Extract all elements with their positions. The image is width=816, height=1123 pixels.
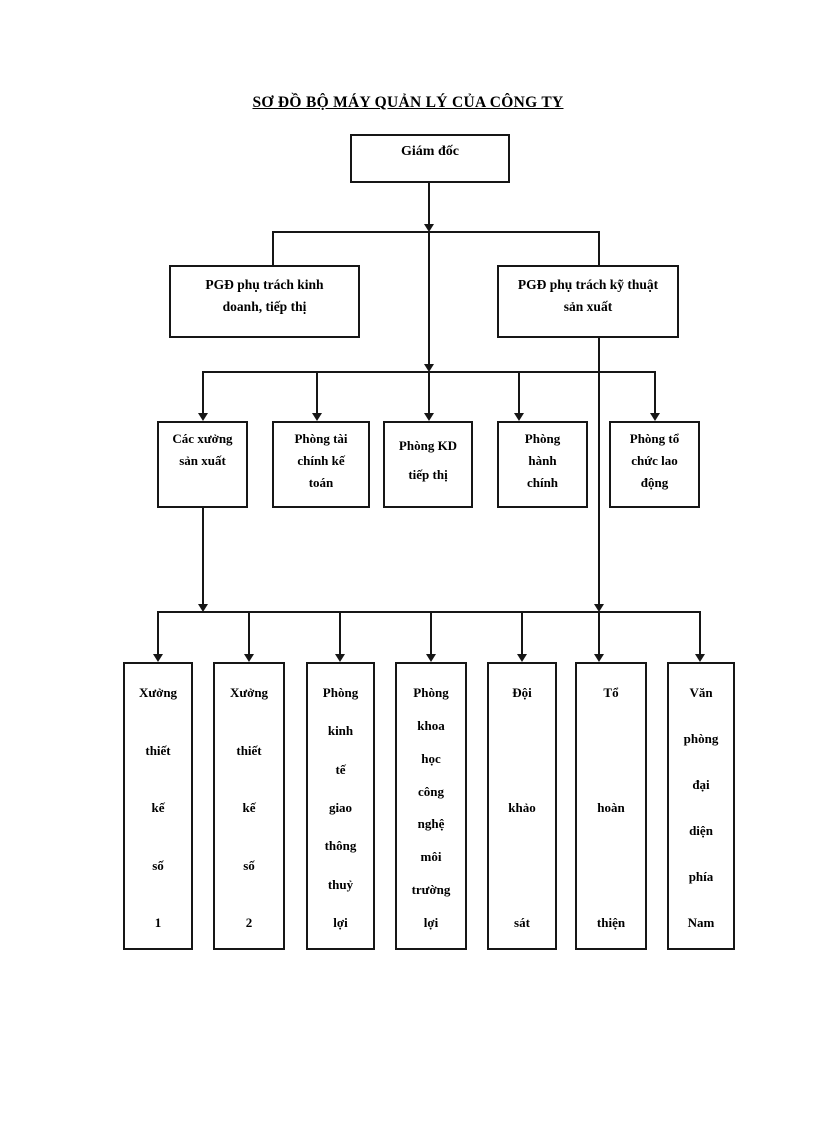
unit-word: tế <box>335 761 346 777</box>
unit-word: Tổ <box>603 685 619 700</box>
connector-vline <box>428 231 430 365</box>
unit-word: nghệ <box>417 816 445 832</box>
unit-word: Xưởng <box>138 685 178 700</box>
unit-word: số <box>243 857 255 873</box>
unit-word: thiết <box>145 742 171 758</box>
unit-word: thuỷ <box>327 876 354 892</box>
arrow-down-icon <box>426 654 436 662</box>
connector-vline <box>521 612 523 655</box>
connector-vline <box>598 338 600 605</box>
unit-word: môi <box>420 849 442 865</box>
node-giam-doc: Giám đốc <box>350 134 510 183</box>
arrow-down-icon <box>650 413 660 421</box>
node-to-hoan-thien: Tổ hoàn thiện <box>575 662 647 950</box>
unit-words: Tổ hoàn thiện <box>577 680 645 931</box>
node-phong-khoa-hoc-cong-nghe-moi-truong: Phòng khoa học công nghệ môi trường lợi <box>395 662 467 950</box>
arrow-down-icon <box>312 413 322 421</box>
arrow-down-icon <box>424 364 434 372</box>
node-pgd-kinh-doanh-tiep-thi: PGĐ phụ trách kinh doanh, tiếp thị <box>169 265 360 338</box>
unit-word: trường <box>411 882 451 898</box>
unit-word: học <box>421 750 441 766</box>
unit-word: thiện <box>596 915 626 930</box>
arrow-down-icon <box>198 604 208 612</box>
arrow-down-icon <box>335 654 345 662</box>
connector-vline <box>428 372 430 414</box>
unit-word: khoa <box>417 717 445 733</box>
unit-word: số <box>152 857 164 873</box>
connector-vline <box>699 612 701 655</box>
unit-word: kế <box>151 800 165 815</box>
unit-word: sát <box>514 915 530 930</box>
connector-hline <box>272 231 600 233</box>
node-pgd-ky-thuat-san-xuat: PGĐ phụ trách kỹ thuật sản xuất <box>497 265 679 338</box>
unit-word: Nam <box>687 915 715 930</box>
unit-word: lợi <box>423 914 439 930</box>
connector-vline <box>202 506 204 605</box>
node-cac-xuong-san-xuat: Các xưởng sản xuất <box>157 421 248 508</box>
arrow-down-icon <box>153 654 163 662</box>
unit-word: giao <box>328 799 353 815</box>
arrow-down-icon <box>594 654 604 662</box>
unit-word: khảo <box>508 800 536 815</box>
arrow-down-icon <box>594 604 604 612</box>
connector-vline <box>202 372 204 414</box>
arrow-down-icon <box>198 413 208 421</box>
connector-vline <box>428 183 430 225</box>
unit-word: hoàn <box>597 800 625 815</box>
unit-word: thiết <box>236 742 262 758</box>
unit-word: kế <box>242 800 256 815</box>
node-xuong-thiet-ke-so-1: Xưởng thiết kế số 1 <box>123 662 193 950</box>
unit-word: Phòng <box>413 685 449 700</box>
unit-word: kinh <box>327 723 354 739</box>
unit-word: Phòng <box>322 685 359 700</box>
chart-title: SƠ ĐỒ BỘ MÁY QUẢN LÝ CỦA CÔNG TY <box>252 94 564 111</box>
unit-word: phía <box>688 869 714 884</box>
unit-words: Phòng khoa học công nghệ môi trường lợi <box>397 680 465 931</box>
node-phong-hanh-chinh: Phòng hành chính <box>497 421 588 508</box>
unit-word: Văn <box>689 685 713 700</box>
unit-word: diện <box>689 823 713 838</box>
unit-words: Xưởng thiết kế số 1 <box>125 680 191 931</box>
node-phong-to-chuc-lao-dong: Phòng tổ chức lao động <box>609 421 700 508</box>
unit-word: Đội <box>512 685 532 700</box>
connector-vline <box>654 372 656 414</box>
connector-vline <box>598 231 600 265</box>
unit-word: 1 <box>154 915 162 930</box>
arrow-down-icon <box>244 654 254 662</box>
node-doi-khao-sat: Đội khảo sát <box>487 662 557 950</box>
unit-word: đại <box>692 777 710 792</box>
arrow-down-icon <box>424 224 434 232</box>
unit-word: 2 <box>245 915 253 930</box>
connector-hline <box>157 611 701 613</box>
unit-word: công <box>418 783 444 799</box>
connector-vline <box>248 612 250 655</box>
arrow-down-icon <box>695 654 705 662</box>
unit-words: Xưởng thiết kế số 2 <box>215 680 283 931</box>
connector-vline <box>430 612 432 655</box>
unit-word: Xưởng <box>229 685 269 700</box>
connector-vline <box>272 231 274 265</box>
node-xuong-thiet-ke-so-2: Xưởng thiết kế số 2 <box>213 662 285 950</box>
connector-vline <box>316 372 318 414</box>
node-phong-tai-chinh-ke-toan: Phòng tài chính kế toán <box>272 421 370 508</box>
connector-vline <box>598 612 600 655</box>
unit-words: Phòng kinh tế giao thông thuỷ lợi <box>308 680 373 931</box>
node-phong-kinh-te-giao-thong-thuy-loi: Phòng kinh tế giao thông thuỷ lợi <box>306 662 375 950</box>
connector-vline <box>518 372 520 414</box>
node-phong-kd-tiep-thi: Phòng KD tiếp thị <box>383 421 473 508</box>
connector-vline <box>339 612 341 655</box>
unit-word: lợi <box>333 914 348 930</box>
arrow-down-icon <box>514 413 524 421</box>
unit-word: thông <box>324 838 357 854</box>
arrow-down-icon <box>517 654 527 662</box>
unit-word: phòng <box>683 731 719 746</box>
arrow-down-icon <box>424 413 434 421</box>
connector-vline <box>157 612 159 655</box>
unit-words: Đội khảo sát <box>489 680 555 931</box>
